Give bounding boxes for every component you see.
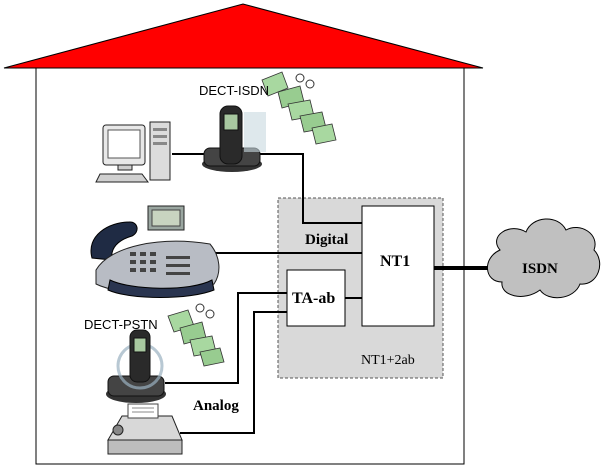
wire-fax-ta [180, 311, 287, 434]
nt1-label: NT1 [380, 253, 411, 270]
wire-dect-pstn-ta [165, 292, 287, 384]
ta-ab-label: TA-ab [292, 290, 336, 307]
ta-ab-box [286, 269, 346, 327]
dect-pstn-phone-icon [106, 329, 166, 403]
isdn-cloud [487, 218, 601, 299]
cloud-shape [487, 218, 601, 299]
money-icon [261, 71, 337, 145]
house-roof [3, 3, 484, 69]
desktop-computer-icon [95, 121, 171, 183]
isdn-label: ISDN [522, 261, 558, 277]
nt1-2ab-label: NT1+2ab [361, 353, 415, 368]
dect-isdn-phone-icon [202, 105, 266, 172]
dect-pstn-label: DECT-PSTN [84, 317, 158, 332]
nt1-box [361, 205, 435, 327]
wires [165, 153, 488, 434]
money-icon [167, 303, 225, 367]
dect-isdn-label: DECT-ISDN [199, 83, 270, 98]
digital-label: Digital [305, 232, 349, 248]
desk-phone-icon [90, 205, 220, 298]
fax-machine-icon [107, 403, 183, 455]
analog-label: Analog [193, 398, 239, 414]
